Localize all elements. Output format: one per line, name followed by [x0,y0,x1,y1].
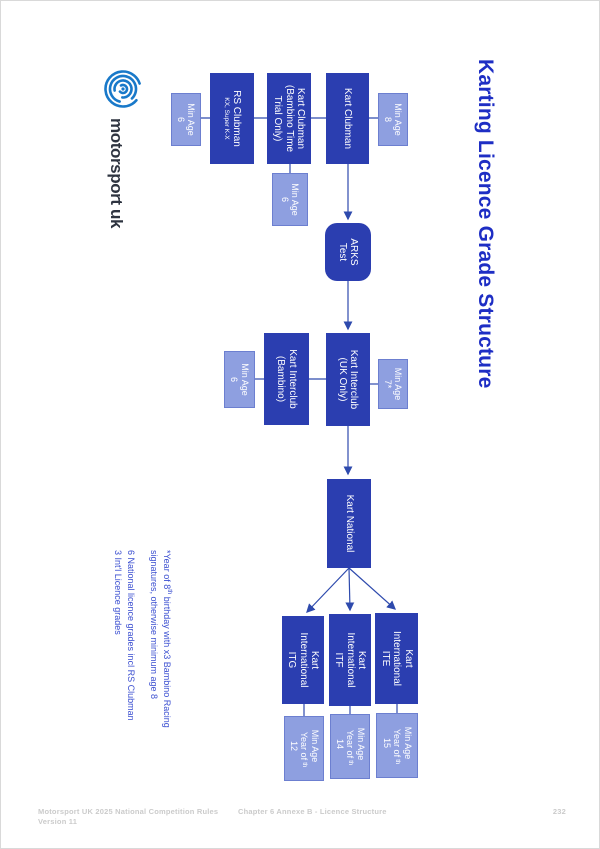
footer-chapter: Chapter 6 Annexe B - Licence Structure [238,807,387,816]
kart-international-itf-box: Kart International ITF [329,614,371,706]
min-age-7-tag: Min Age 7* [378,359,408,409]
footnotes: *Year of 8th birthday with x3 Bambino Ra… [112,550,173,728]
footnote-line-4: 3 Int'l Licence grades [113,550,124,635]
kart-clubman-bambino-box: Kart Clubman (Bambino Time Trial Only) [267,73,311,164]
page-title: Karting Licence Grade Structure [474,59,497,389]
footnote-line-2: signatures, otherwise minimum age 8 [149,550,160,700]
footnote-line-3: 6 National licence grades incl RS Clubma… [126,550,136,721]
motorsport-uk-spiral-icon [104,70,142,108]
kart-interclub-bambino-box: Kart Interclub (Bambino) [264,333,309,425]
min-age-6-rs-tag: Min Age 6 [171,93,201,146]
rs-clubman-sublabel: KX, Super K-X [223,97,231,140]
kart-international-itg-box: Kart International ITG [282,616,324,704]
motorsport-uk-wordmark: motorsport uk [107,118,126,229]
motorsport-uk-logo: motorsport uk [101,67,145,228]
footer-page-number: 232 [552,807,566,816]
arks-test-box: ARKS Test [325,223,371,281]
kart-interclub-uk-box: Kart Interclub (UK Only) [326,333,370,426]
min-age-6-interclub-tag: Min Age 6 [224,351,255,408]
rs-clubman-box: RS Clubman KX, Super K-X [210,73,254,164]
min-age-8-tag: Min Age 8 [378,93,408,146]
kart-clubman-box: Kart Clubman [326,73,369,164]
footer-document-name: Motorsport UK 2025 National Competition … [38,807,219,826]
kart-international-ite-box: Kart International ITE [375,613,418,704]
min-age-6-bambino-tt-tag: Min Age 6 [272,173,308,226]
kart-national-box: Kart National [327,479,371,568]
rotated-diagram-canvas: Karting Licence Grade Structure motorspo… [1,1,599,791]
footnote-line-1: *Year of 8th birthday with x3 Bambino Ra… [162,550,172,728]
